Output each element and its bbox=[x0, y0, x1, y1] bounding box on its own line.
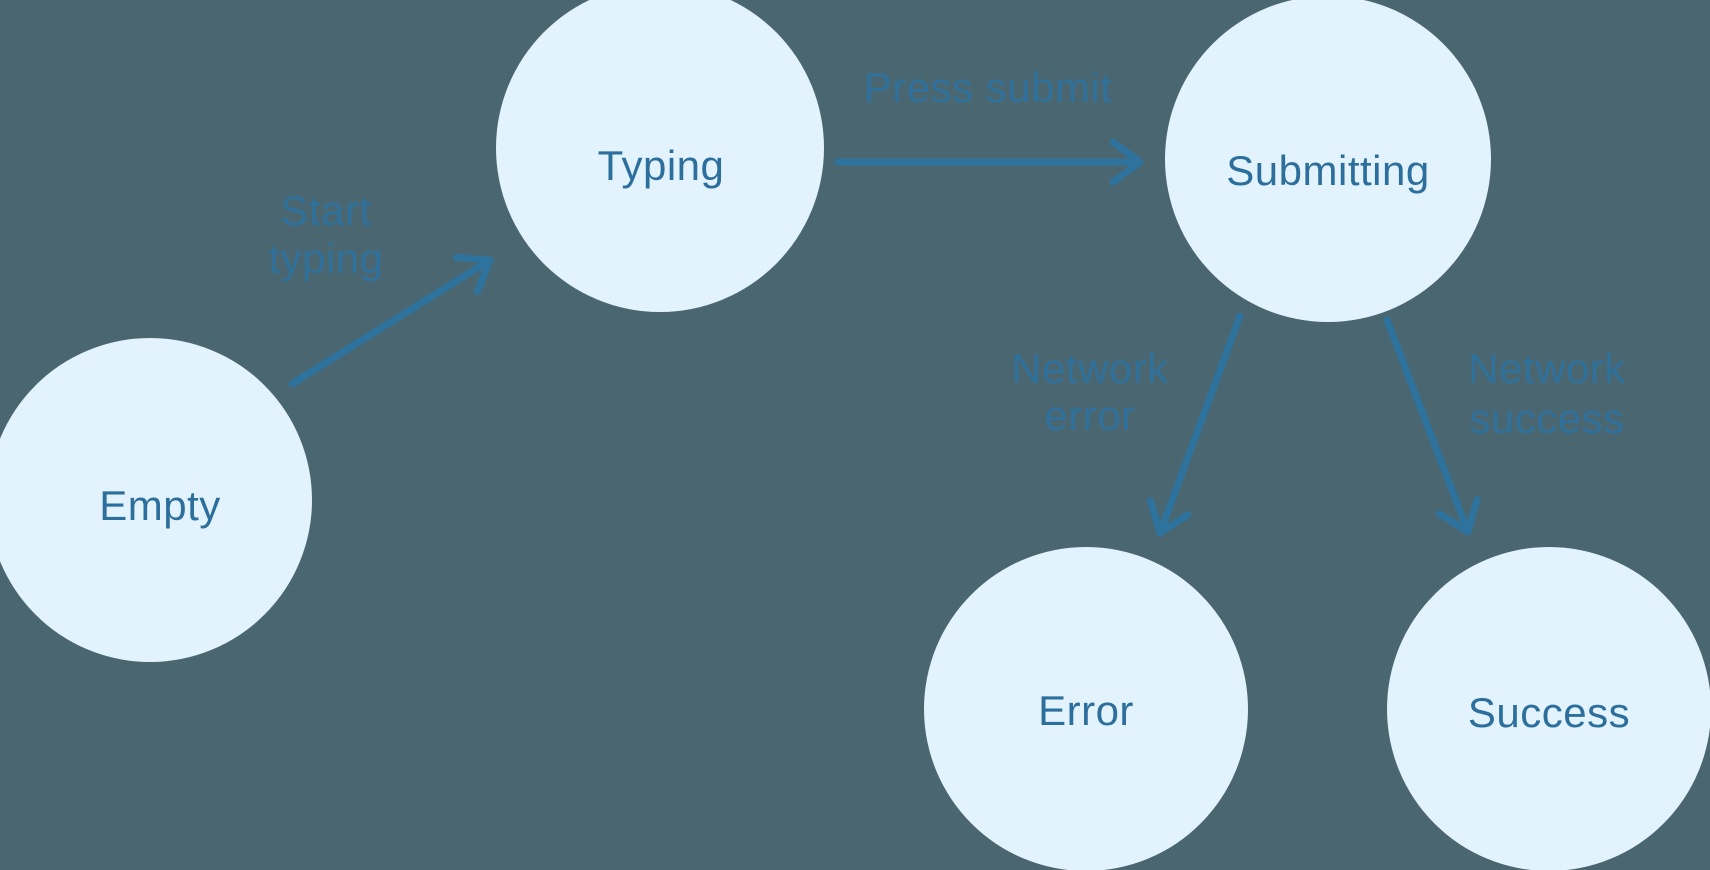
edges-layer bbox=[288, 138, 1481, 537]
state-node-submitting bbox=[1165, 0, 1491, 322]
transition-label-line: typing bbox=[268, 235, 383, 282]
state-node-label-error: Error bbox=[1038, 687, 1134, 734]
transition-label-line: Start bbox=[280, 187, 371, 234]
state-node-label-submitting: Submitting bbox=[1226, 147, 1429, 194]
transition-label-line: Press submit bbox=[864, 64, 1113, 111]
transition-label-line: success bbox=[1469, 395, 1624, 442]
transition-label-line: Network bbox=[1468, 345, 1626, 392]
transition-label-line: error bbox=[1044, 392, 1135, 439]
state-node-label-empty: Empty bbox=[99, 482, 221, 529]
transition-arrow-network-success bbox=[1383, 316, 1481, 536]
transition-label-press-submit: Press submit bbox=[864, 64, 1113, 111]
state-node-success bbox=[1387, 547, 1710, 870]
state-node-label-success: Success bbox=[1468, 689, 1630, 736]
state-node-empty bbox=[0, 338, 312, 662]
state-node-label-typing: Typing bbox=[598, 142, 725, 189]
state-node-error bbox=[924, 547, 1248, 870]
transition-arrow-network-error bbox=[1147, 312, 1244, 537]
transition-label-line: Network bbox=[1011, 345, 1169, 392]
state-node-typing bbox=[496, 0, 824, 312]
transition-arrow-start-typing bbox=[288, 253, 494, 388]
